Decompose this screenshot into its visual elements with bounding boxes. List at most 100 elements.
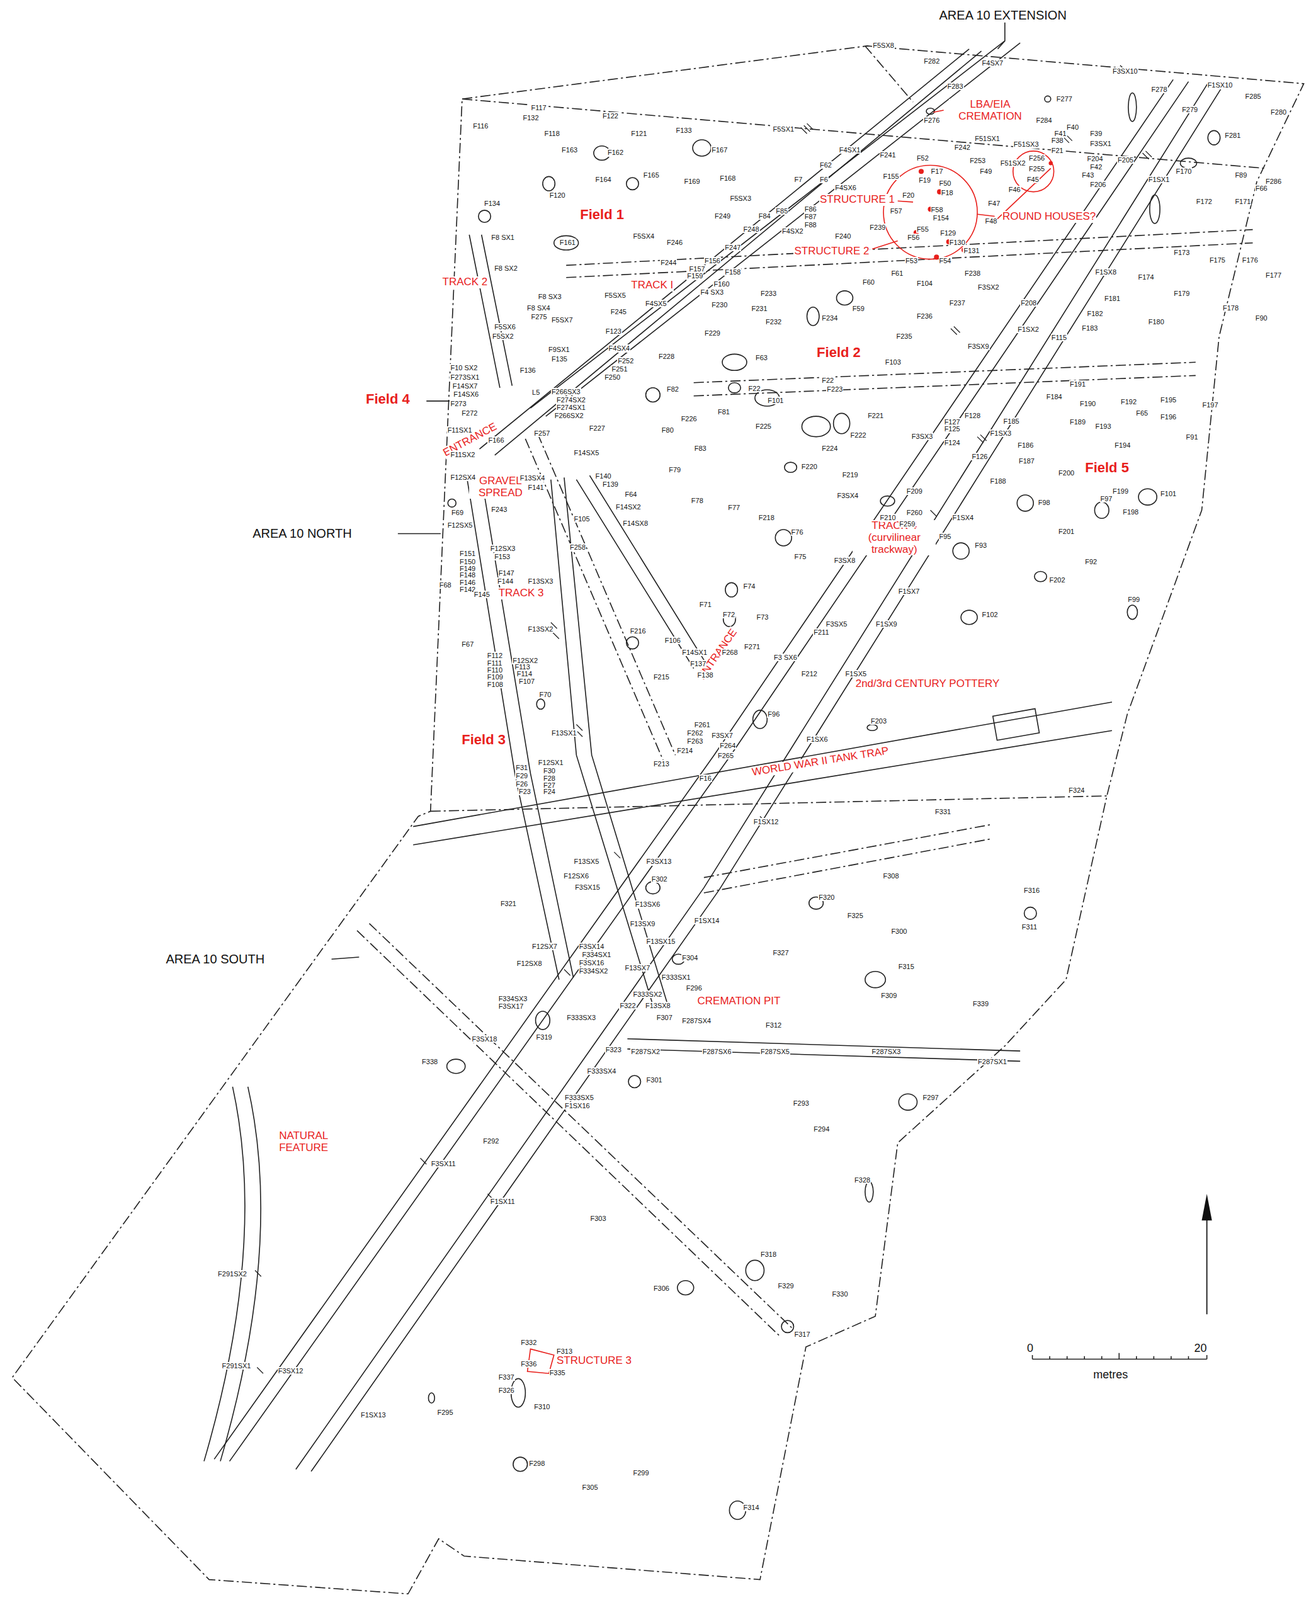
feature-label: F5SX5 [603,291,627,300]
feature-label: F1SX10 [1207,81,1234,89]
feature-label: F251 [610,365,628,373]
feature-label: F304 [681,953,699,962]
post-hole [903,161,1053,260]
feature-label: F336 [520,1360,538,1368]
area-boundary [865,45,914,103]
field-name: Field 4 [365,391,411,407]
feature-label: F12SX8 [516,959,543,968]
feature-label: F7 [793,175,803,184]
feature-label: F8 SX3 [537,292,563,301]
feature-label: F135 [550,355,568,363]
feature-label: F198 [1122,508,1140,516]
feature-label: F22 [821,376,835,385]
field-name: Field 5 [1084,460,1130,476]
feature-label: F55 [916,225,930,233]
feature-label: F16 [698,774,713,783]
scale-bar [1032,1351,1208,1360]
feature-label: F5SX7 [550,316,574,324]
feature-label: F1SX12 [753,817,780,826]
feature-label: F329 [777,1281,795,1290]
feature-label: F52 [916,154,930,162]
feature-label: F125 [943,425,961,433]
feature-label: F3SX12 [277,1367,305,1375]
feature-label: F244 [659,258,677,267]
annotation-label: 2nd/3rd CENTURY POTTERY [855,678,1001,691]
feature-label: F294 [812,1125,830,1133]
feature-label: F51SX2 [999,159,1027,167]
round-house [527,110,1055,1374]
feature-label: F63 [754,353,769,362]
feature-label: F13SX7 [624,964,652,972]
feature-label: F3SX8 [833,556,857,565]
feature-label: F309 [880,991,898,1000]
feature-label: F1SX4 [952,513,975,522]
feature-label: F231 [750,304,768,313]
feature-label: F129 [939,229,957,237]
feature-label: F333SX5 [564,1093,595,1102]
trackway [576,475,706,669]
feature-label: F162 [606,148,624,157]
feature-label: F222 [850,431,868,439]
feature-label: F185 [1003,417,1021,426]
pit [784,462,797,473]
feature-label: F310 [533,1402,551,1411]
trackway [530,40,1021,417]
pit [725,582,738,597]
feature-label: F247 [724,243,742,252]
feature-label: F122 [601,112,619,120]
pit [626,636,639,649]
feature-label: F248 [742,225,760,233]
feature-label: F82 [666,385,680,393]
feature-label: F221 [867,411,885,420]
feature-label: F279 [1181,105,1199,114]
pit [833,413,851,434]
feature-label: F109 [486,673,504,681]
feature-label: F5SX2 [491,332,515,341]
area-name: AREA 10 EXTENSION [938,8,1068,23]
trackway [413,702,1112,846]
feature-label: F297 [922,1093,940,1102]
feature-label: F56 [906,233,920,242]
area-name: AREA 10 SOUTH [164,952,266,966]
annotation-label: WORLD WAR II TANK TRAP [750,745,891,779]
round-house [872,110,1051,249]
feature-label: F239 [868,223,886,232]
pit [628,1075,641,1088]
feature-label: F159 [686,272,704,280]
feature-label: F19 [918,176,932,184]
feature-label: F195 [1159,396,1177,404]
area-boundary [703,824,992,893]
pit [898,1093,917,1111]
feature-label: F177 [1264,271,1282,279]
feature-label: F104 [916,279,934,288]
feature-label: F287SX2 [630,1047,661,1056]
feature-label: F328 [853,1176,871,1184]
scale-label: 20 [1193,1342,1208,1356]
feature-label: F182 [1086,309,1104,318]
feature-label: F189 [1069,418,1087,426]
pit [1024,907,1037,920]
feature-label: F293 [792,1099,810,1107]
feature-label: F205 [1117,156,1135,164]
feature-label: F325 [846,911,864,920]
feature-label: F321 [499,899,517,908]
feature-label: F1SX14 [693,916,721,925]
feature-label: F324 [1067,786,1085,795]
feature-label: F166 [487,436,505,444]
feature-label: F1SX1 [1147,175,1171,184]
feature-label: F29 [515,771,529,780]
area-boundary [11,45,1304,1594]
feature-label: F302 [651,875,669,883]
pit [447,1059,466,1074]
pit [1044,95,1051,103]
pit [536,698,545,710]
feature-label: F253 [969,156,987,165]
feature-label: F307 [656,1013,674,1022]
feature-label: F206 [1089,180,1107,189]
feature-label: F21 [1050,146,1065,155]
feature-label: F316 [1023,886,1041,895]
feature-label: F275 [530,312,548,321]
feature-label: F13SX15 [646,937,677,946]
feature-label: F111 [486,659,503,667]
